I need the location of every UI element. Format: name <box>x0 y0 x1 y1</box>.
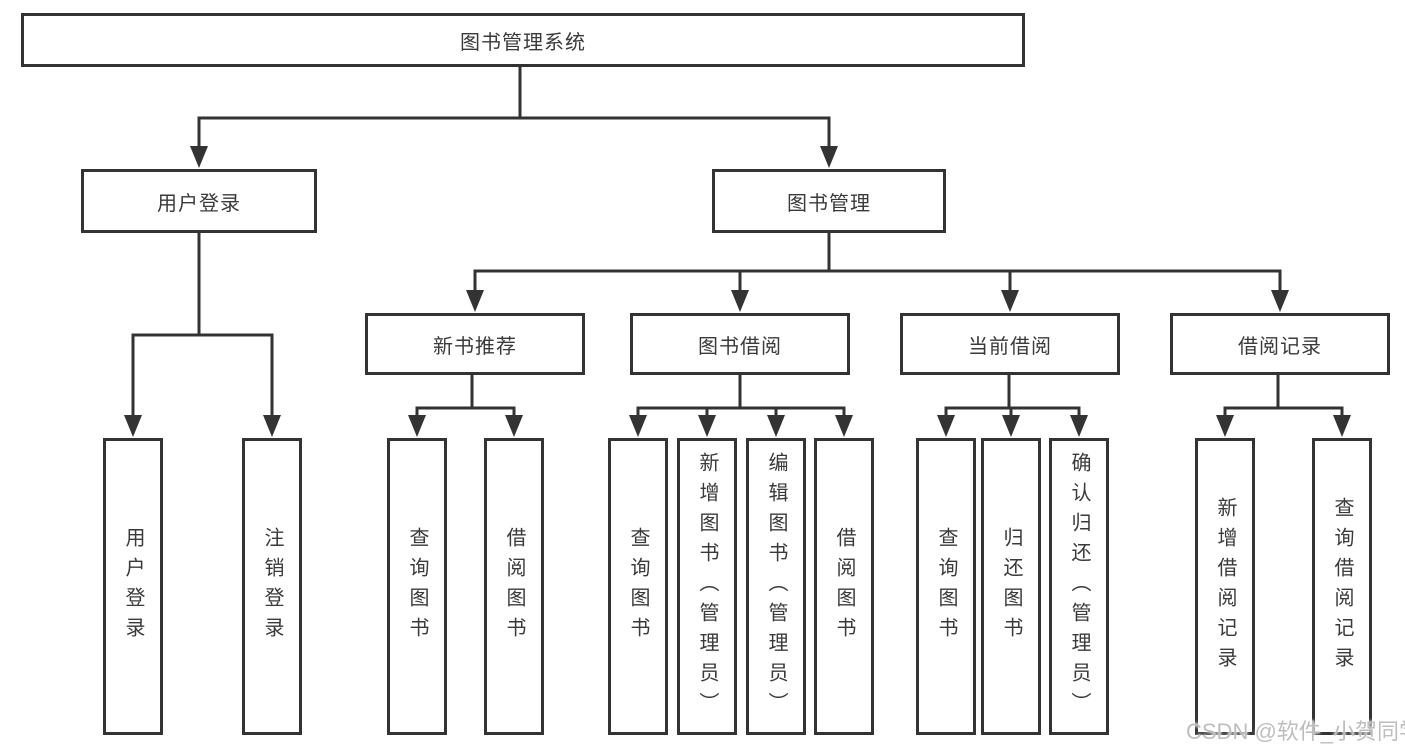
leaf-borrow-books-recommend-label: 借阅图书 <box>503 526 525 647</box>
node-book-management-label: 图书管理 <box>787 192 871 215</box>
leaf-logout-label: 注销登录 <box>261 526 283 647</box>
node-book-borrow-label: 图书借阅 <box>698 335 782 358</box>
arrowheads-level2 <box>190 146 838 168</box>
leaf-confirm-return-admin-label: 确认归还（管理员） <box>1068 451 1090 722</box>
leaf-borrow-books: 借阅图书 <box>814 438 874 735</box>
leaf-query-books-recommend-label: 查询图书 <box>406 526 428 647</box>
leaf-add-books-admin-label: 新增图书（管理员） <box>696 451 718 722</box>
leaf-confirm-return-admin: 确认归还（管理员） <box>1049 438 1109 735</box>
connector-root-to-level2 <box>197 67 831 148</box>
connector-borrow-to-leaves <box>636 375 846 417</box>
connector-records-to-leaves <box>1223 375 1344 417</box>
csdn-watermark: CSDN @软件_小贺同学 <box>1186 719 1405 744</box>
leaf-query-books-current: 查询图书 <box>916 438 976 735</box>
leaf-query-books-recommend: 查询图书 <box>387 438 447 735</box>
leaf-return-books: 归还图书 <box>981 438 1041 735</box>
connector-login-to-leaves <box>131 233 274 417</box>
node-new-book-recommend: 新书推荐 <box>365 313 585 375</box>
leaf-add-borrow-record-label: 新增借阅记录 <box>1214 496 1236 677</box>
leaf-query-books-borrow-label: 查询图书 <box>627 526 649 647</box>
leaf-query-borrow-record-label: 查询借阅记录 <box>1331 496 1353 677</box>
node-root-system: 图书管理系统 <box>21 13 1025 67</box>
leaf-edit-books-admin: 编辑图书（管理员） <box>746 438 806 735</box>
node-current-borrow: 当前借阅 <box>900 313 1120 375</box>
leaf-edit-books-admin-label: 编辑图书（管理员） <box>765 451 787 722</box>
node-borrow-records-label: 借阅记录 <box>1238 335 1322 358</box>
leaf-borrow-books-recommend: 借阅图书 <box>484 438 544 735</box>
arrowheads-leaves <box>408 415 1351 437</box>
leaf-return-books-label: 归还图书 <box>1000 526 1022 647</box>
arrowheads-level3 <box>466 290 1289 312</box>
node-user-login-label: 用户登录 <box>157 192 241 215</box>
node-root-label: 图书管理系统 <box>460 31 586 54</box>
leaf-query-borrow-record: 查询借阅记录 <box>1312 438 1372 735</box>
connector-current-to-leaves <box>944 375 1081 417</box>
node-user-login: 用户登录 <box>81 169 317 233</box>
leaf-query-books-borrow: 查询图书 <box>608 438 668 735</box>
arrowheads-login-leaves <box>124 415 281 437</box>
leaf-query-books-current-label: 查询图书 <box>935 526 957 647</box>
leaf-add-books-admin: 新增图书（管理员） <box>677 438 737 735</box>
leaf-user-login-label: 用户登录 <box>122 526 144 647</box>
node-book-borrow: 图书借阅 <box>630 313 850 375</box>
leaf-user-login: 用户登录 <box>103 438 163 735</box>
node-new-book-recommend-label: 新书推荐 <box>433 335 517 358</box>
node-current-borrow-label: 当前借阅 <box>968 335 1052 358</box>
node-book-management: 图书管理 <box>712 169 946 233</box>
connector-newbooks-to-leaves <box>415 375 516 417</box>
node-borrow-records: 借阅记录 <box>1170 313 1390 375</box>
leaf-borrow-books-label: 借阅图书 <box>833 526 855 647</box>
leaf-logout: 注销登录 <box>242 438 302 735</box>
connector-bookmgmt-to-level3 <box>473 233 1282 292</box>
leaf-add-borrow-record: 新增借阅记录 <box>1195 438 1255 735</box>
